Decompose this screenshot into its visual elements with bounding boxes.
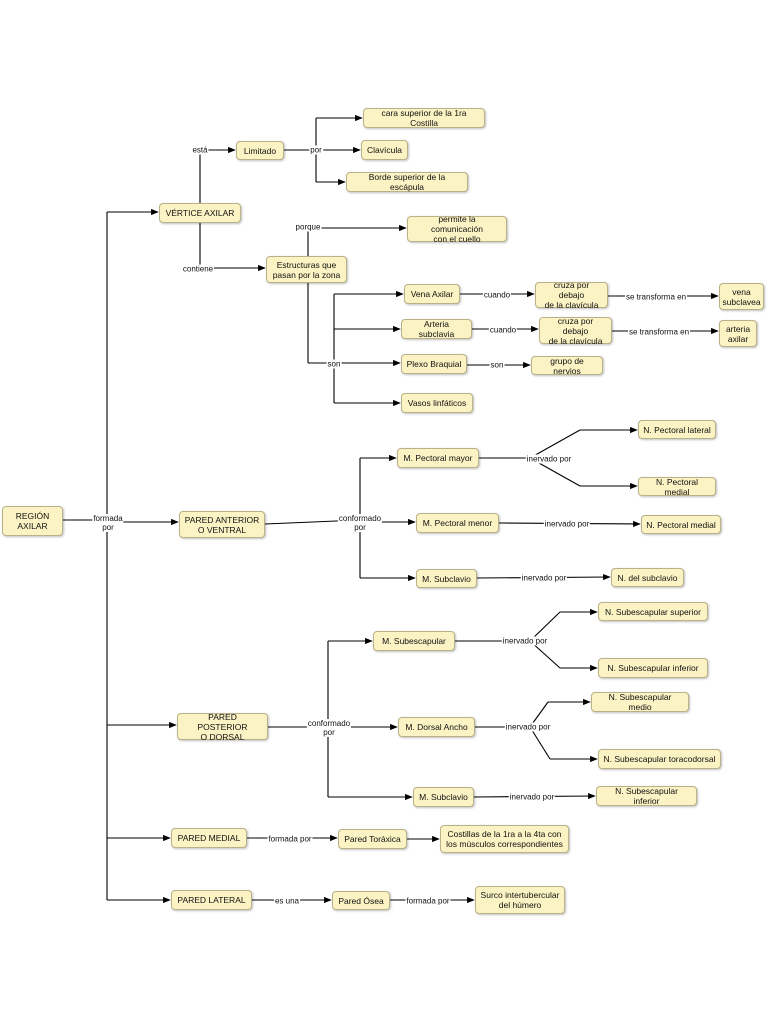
node-pared-lateral: PARED LATERAL <box>171 890 252 910</box>
link-label-conformado-por-1: conformado por <box>337 514 383 532</box>
link-label-inervado-por-5: inervado por <box>504 722 552 732</box>
link-label-se-transforma-2: se transforma en <box>627 327 691 337</box>
link-label-son-2: son <box>489 360 505 370</box>
link-label-conformado-por-2: conformado por <box>306 719 352 737</box>
node-m-pectoral-menor: M. Pectoral menor <box>416 513 499 533</box>
node-cruza-vena: cruza por debajo de la clavícula <box>535 280 608 310</box>
node-n-subescapular-inferior-2: N. Subescapular inferior <box>596 786 697 806</box>
node-arteria-subclavia: Arteria subclavia <box>401 319 472 339</box>
node-n-pectoral-medial-2: N. Pectoral medial <box>641 515 721 534</box>
node-m-subclavio-1: M. Subclavio <box>416 569 477 588</box>
node-region-axilar: REGIÓN AXILAR <box>2 506 63 536</box>
node-surco-intertubercular: Surco intertubercular del húmero <box>475 886 565 914</box>
node-costillas-musculos: Costillas de la 1ra a la 4ta con los mús… <box>440 825 569 853</box>
node-n-subescapular-inferior-1: N. Subescapular inferior <box>598 658 708 678</box>
node-arteria-axilar: arteria axilar <box>719 320 757 347</box>
node-pared-toraxica: Pared Toráxica <box>338 829 407 849</box>
node-n-subescapular-medio: N. Subescapular medio <box>591 692 689 712</box>
node-m-subescapular: M. Subescapular <box>373 631 455 651</box>
link-label-por: por <box>309 145 323 155</box>
node-vertice-axilar: VÉRTICE AXILAR <box>159 203 241 223</box>
link-label-formada-por-2: formada por <box>267 834 313 844</box>
node-vasos-linfaticos: Vasos linfáticos <box>401 393 473 413</box>
node-cruza-arteria: cruza por debajo de la clavícula <box>539 316 612 346</box>
link-label-es-una: es una <box>273 896 301 906</box>
node-n-pectoral-medial-1: N. Pectoral medial <box>638 477 716 497</box>
node-m-dorsal-ancho: M. Dorsal Ancho <box>398 717 475 737</box>
node-permite-comunicacion: permite la comunicación con el cuello <box>407 214 507 244</box>
link-label-cuando-1: cuando <box>482 290 512 300</box>
node-cara-superior-costilla: cara superior de la 1ra Costilla <box>363 108 485 128</box>
node-estructuras-zona: Estructuras que pasan por la zona <box>266 256 347 283</box>
link-label-inervado-por-2: inervado por <box>543 519 591 529</box>
node-pared-anterior: PARED ANTERIOR O VENTRAL <box>179 511 265 538</box>
link-label-formada-por: formada por <box>92 514 124 532</box>
node-pared-osea: Pared Ósea <box>332 891 390 910</box>
node-m-subclavio-2: M. Subclavio <box>413 787 474 807</box>
node-pared-medial: PARED MEDIAL <box>171 828 247 848</box>
link-label-se-transforma-1: se transforma en <box>624 292 688 302</box>
node-vena-subclavea: vena subclavea <box>719 283 764 310</box>
link-label-contiene: contiene <box>181 264 215 274</box>
link-label-son: son <box>326 359 342 369</box>
node-limitado: Limitado <box>236 141 284 160</box>
link-label-formada-por-3: formada por <box>405 896 451 906</box>
link-label-inervado-por-1: inervado por <box>525 454 573 464</box>
link-label-esta: está <box>191 145 209 155</box>
node-grupo-nervios: grupo de nervios <box>531 356 603 376</box>
node-pared-posterior: PARED POSTERIOR O DORSAL <box>177 712 268 742</box>
node-n-subescapular-superior: N. Subescapular superior <box>598 602 708 621</box>
node-n-pectoral-lateral: N. Pectoral lateral <box>638 420 716 439</box>
node-n-subescapular-toracodorsal: N. Subescapular toracodorsal <box>598 749 721 769</box>
node-n-subclavio: N. del subclavio <box>611 568 684 587</box>
link-label-cuando-2: cuando <box>488 325 518 335</box>
link-label-inervado-por-6: inervado por <box>508 792 556 802</box>
link-label-inervado-por-4: inervado por <box>501 636 549 646</box>
node-vena-axilar: Vena Axilar <box>404 284 460 304</box>
node-m-pectoral-mayor: M. Pectoral mayor <box>397 448 479 468</box>
link-label-porque: porque <box>294 222 322 232</box>
node-borde-escapula: Borde superior de la escápula <box>346 172 468 192</box>
link-label-inervado-por-3: inervado por <box>520 573 568 583</box>
node-plexo-braquial: Plexo Braquial <box>401 354 467 374</box>
node-clavicula: Clavícula <box>361 140 408 160</box>
